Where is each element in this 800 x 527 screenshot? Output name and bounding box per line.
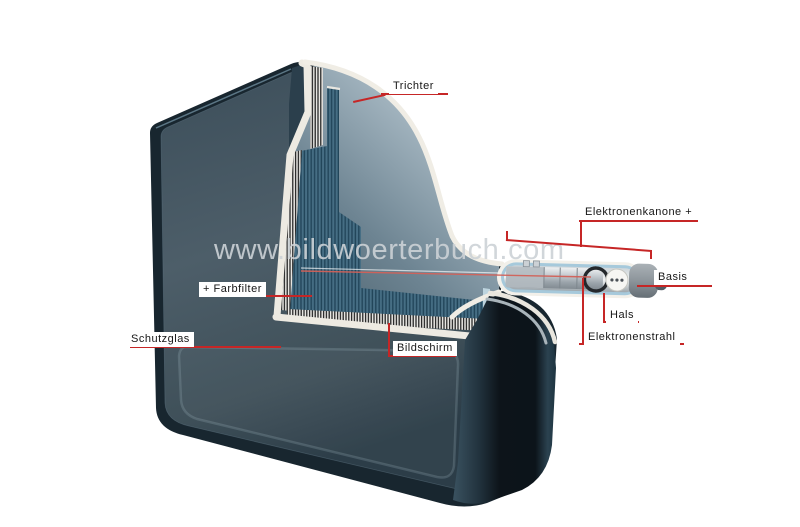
screen-stripe-band (287, 309, 487, 331)
beam-highlight-line (300, 267, 500, 274)
label-elektronenstrahl: Elektronenstrahl (584, 330, 680, 345)
mask-band-upper (310, 66, 323, 149)
neck-tube (496, 259, 668, 299)
label-farbfilter-link[interactable]: + Farbfilter (199, 282, 266, 297)
elektronenkanone-bracket-left-tick (506, 231, 508, 241)
elektronenkanone-connector-line (580, 221, 582, 247)
base-pin (620, 278, 624, 282)
bildschirm-underline (390, 355, 456, 357)
label-hals: Hals (606, 308, 639, 323)
base-cap (628, 263, 659, 298)
trichter-underline (381, 93, 448, 95)
rear-rim-outer (487, 290, 558, 345)
funnel-outline (302, 59, 505, 267)
gun-contact-tab (532, 260, 540, 268)
mask-band-lower (281, 150, 302, 311)
label-basis: Basis (654, 270, 692, 285)
rear-glass-slab (453, 296, 556, 504)
bildschirm-leader-line (388, 323, 390, 357)
electron-gun-separators (543, 267, 578, 290)
electron-gun-left-section (505, 266, 545, 289)
elektronenkanone-underline (579, 220, 698, 222)
label-schutzglas: Schutzglas (127, 332, 194, 347)
base-pin (615, 278, 619, 282)
panel-top-wall-inside (289, 64, 306, 154)
filter-top-sliver (326, 85, 341, 91)
label-trichter: Trichter (389, 79, 438, 94)
watermark-text: www.bildwoerterbuch.com (213, 234, 565, 266)
basis-underline (637, 285, 712, 287)
panel-top-crest-highlight (155, 68, 292, 129)
schutzglas-underline (130, 346, 281, 348)
base-pin (610, 278, 614, 282)
elektronenstrahl-leader-line (582, 278, 584, 345)
label-elektronenkanone-link[interactable]: Elektronenkanone + (581, 205, 697, 220)
gun-contact-tab (522, 260, 530, 268)
rear-rim-inner (485, 297, 548, 345)
electron-beam-line (300, 270, 592, 278)
hals-leader-line (603, 293, 605, 323)
elektronenkanone-bracket-right-tick (650, 250, 652, 259)
label-bildschirm: Bildschirm (393, 341, 457, 356)
panel-inner-face-highlight (177, 345, 460, 479)
color-filter-stripes (287, 87, 486, 321)
